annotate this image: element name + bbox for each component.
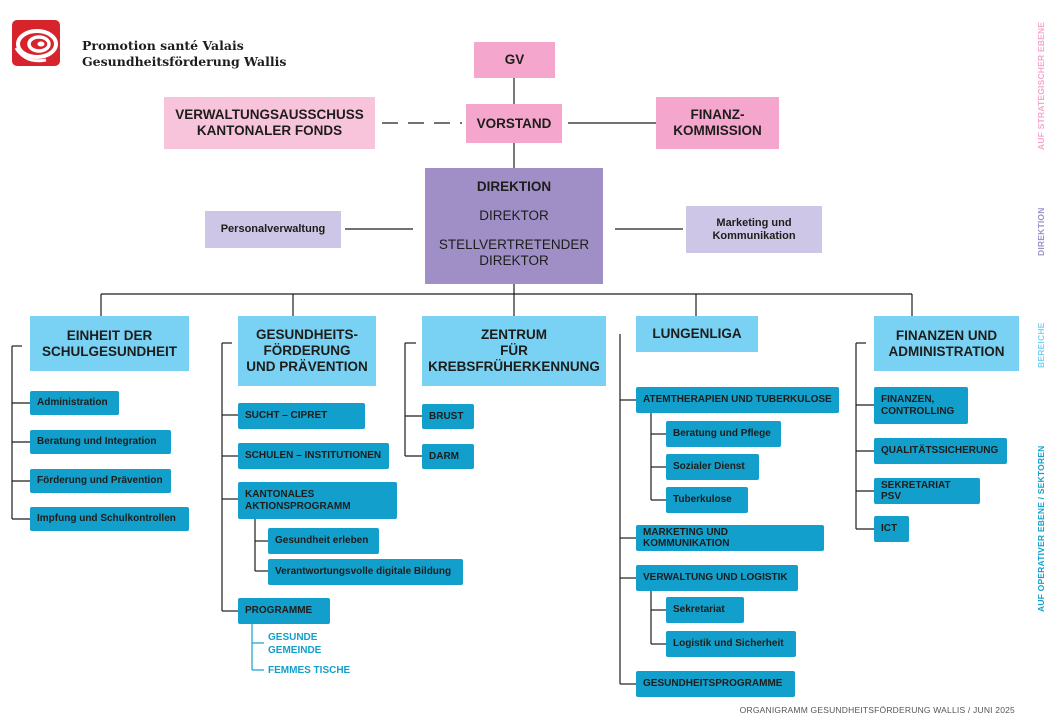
marketing-label-1: Marketing und bbox=[716, 216, 792, 229]
sub-item: Tuberkulose bbox=[666, 487, 748, 513]
sub-item: Sozialer Dienst bbox=[666, 454, 759, 480]
sector-item: SUCHT – CIPRET bbox=[238, 403, 365, 429]
bereich-krebsfrueherkennung: ZENTRUM FÜR KREBSFRÜHERKENNUNG bbox=[422, 316, 606, 386]
bereich-title-line: ADMINISTRATION bbox=[888, 343, 1005, 359]
sector-item: SEKRETARIAT PSV bbox=[874, 478, 980, 504]
logo bbox=[12, 20, 60, 66]
sub-item: Logistik und Sicherheit bbox=[666, 631, 796, 657]
bereich-title-line: FINANZEN UND bbox=[895, 327, 998, 343]
vorstand-box: VORSTAND bbox=[466, 104, 562, 143]
org-name-de: Gesundheitsförderung Wallis bbox=[82, 53, 287, 69]
org-name-fr: Promotion santé Valais bbox=[82, 38, 244, 53]
personalverwaltung-box: Personalverwaltung bbox=[205, 211, 341, 248]
sector-item: Administration bbox=[30, 391, 119, 415]
bereich-gesundheitsfoerderung: GESUNDHEITS- FÖRDERUNG UND PRÄVENTION bbox=[238, 316, 376, 386]
footer: ORGANIGRAMM GESUNDHEITSFÖRDERUNG WALLIS … bbox=[739, 705, 1015, 715]
sector-item: ATEMTHERAPIEN UND TUBERKULOSE bbox=[636, 387, 839, 413]
marketing-box: Marketing und Kommunikation bbox=[686, 206, 822, 253]
bereich-lungenliga: LUNGENLIGA bbox=[636, 316, 758, 352]
side-label-direktion: DIREKTION bbox=[1036, 207, 1046, 256]
sector-item: DARM bbox=[422, 444, 474, 469]
programme-sub: GESUNDE GEMEINDE bbox=[268, 632, 322, 656]
spiral-logo-icon bbox=[12, 20, 60, 66]
personalverwaltung-label: Personalverwaltung bbox=[220, 223, 326, 236]
marketing-label-2: Kommunikation bbox=[712, 229, 796, 242]
sector-item: Impfung und Schulkontrollen bbox=[30, 507, 189, 531]
bereich-title-line: ZENTRUM bbox=[481, 327, 547, 343]
verwaltungsausschuss-box: VERWALTUNGSAUSSCHUSS KANTONALER FONDS bbox=[164, 97, 375, 149]
side-label-strategic: AUF STRATEGISCHER EBENE bbox=[1036, 21, 1046, 150]
sector-item: KANTONALES AKTIONSPROGRAMM bbox=[238, 482, 397, 519]
finanzkommission-label-1: FINANZ- bbox=[690, 107, 745, 123]
verwaltungsausschuss-label-1: VERWALTUNGSAUSSCHUSS bbox=[175, 107, 364, 123]
finanzkommission-box: FINANZ- KOMMISSION bbox=[656, 97, 779, 149]
bereich-finanzen: FINANZEN UND ADMINISTRATION bbox=[874, 316, 1019, 371]
sub-item: Sekretariat bbox=[666, 597, 744, 623]
verwaltungsausschuss-label-2: KANTONALER FONDS bbox=[196, 123, 343, 138]
org-name: Promotion santé Valais Gesundheitsförder… bbox=[82, 38, 286, 69]
bereich-title-line: KREBSFRÜHERKENNUNG bbox=[428, 358, 600, 374]
vorstand-label: VORSTAND bbox=[476, 115, 552, 131]
stellvertretender-label-1: STELLVERTRETENDER bbox=[438, 236, 590, 252]
sub-item: Verantwortungsvolle digitale Bildung bbox=[268, 559, 463, 585]
programme-sub: FEMMES TISCHE bbox=[268, 665, 351, 676]
bereich-title-line: EINHEIT DER bbox=[66, 327, 153, 343]
gv-label: GV bbox=[504, 52, 525, 68]
direktion-title: DIREKTION bbox=[476, 179, 552, 194]
sector-item: Beratung und Integration bbox=[30, 430, 171, 454]
gv-box: GV bbox=[474, 42, 555, 78]
sector-item: GESUNDHEITSPROGRAMME bbox=[636, 671, 795, 697]
bereich-title-line: GESUNDHEITS- bbox=[255, 327, 358, 343]
sector-item: QUALITÄTSSICHERUNG bbox=[874, 438, 1007, 464]
sector-item: FINANZEN, CONTROLLING bbox=[874, 387, 968, 424]
sector-item: VERWALTUNG UND LOGISTIK bbox=[636, 565, 798, 591]
bereich-title-line: UND PRÄVENTION bbox=[246, 358, 368, 374]
stellvertretender-label-2: DIREKTOR bbox=[479, 252, 549, 268]
side-label-bereiche: BEREICHE bbox=[1036, 322, 1046, 368]
bereich-title-line: FÖRDERUNG bbox=[263, 343, 351, 359]
sector-item: SCHULEN – INSTITUTIONEN bbox=[238, 443, 389, 469]
sector-item: MARKETING UND KOMMUNIKATION bbox=[636, 525, 824, 551]
finanzkommission-label-2: KOMMISSION bbox=[673, 123, 762, 138]
bereich-title-line: SCHULGESUNDHEIT bbox=[41, 343, 177, 359]
bereich-title-line: LUNGENLIGA bbox=[652, 326, 742, 342]
sector-item: PROGRAMME bbox=[238, 598, 330, 624]
sub-item: Gesundheit erleben bbox=[268, 528, 379, 554]
direktion-box: DIREKTION DIREKTOR STELLVERTRETENDER DIR… bbox=[425, 168, 603, 284]
bereich-title-line: FÜR bbox=[500, 343, 528, 359]
sector-item: ICT bbox=[874, 516, 909, 542]
sector-item: Förderung und Prävention bbox=[30, 469, 171, 493]
sector-item: BRUST bbox=[422, 404, 474, 429]
direktor-label: DIREKTOR bbox=[479, 207, 549, 223]
side-label-operativ: AUF OPERATIVER EBENE / SEKTOREN bbox=[1036, 445, 1046, 612]
bereich-schulgesundheit: EINHEIT DER SCHULGESUNDHEIT bbox=[30, 316, 189, 371]
sub-item: Beratung und Pflege bbox=[666, 421, 781, 447]
